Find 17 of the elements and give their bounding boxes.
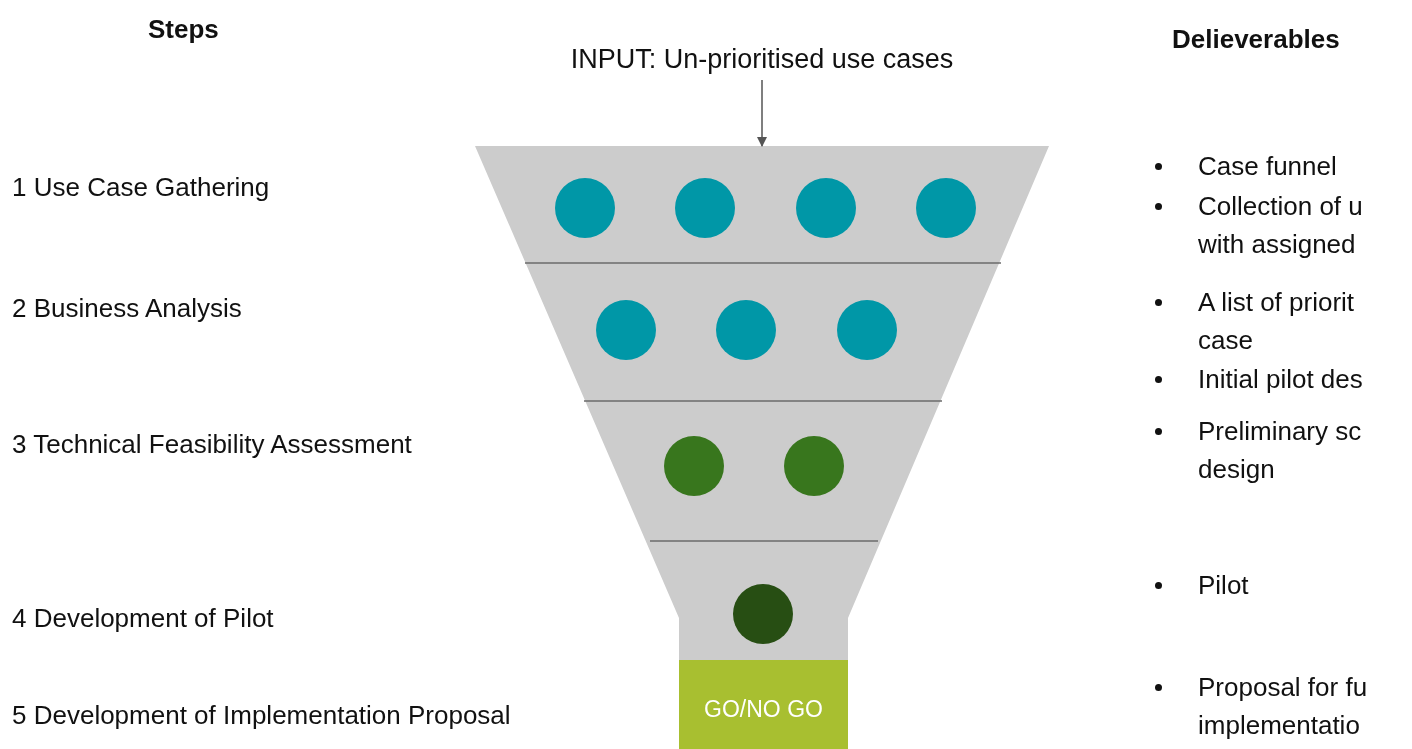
step-label: 3 Technical Feasibility Assessment: [12, 428, 412, 461]
deliverable-text: Collection of u with assigned: [1198, 190, 1364, 261]
step-label: 2 Business Analysis: [12, 292, 242, 325]
deliverable-text: Pilot: [1198, 569, 1250, 602]
column-heading: Delieverables: [1172, 23, 1340, 56]
deliverable-text: Preliminary sc design: [1198, 415, 1363, 486]
deliverable-text: A list of priorit case: [1198, 286, 1356, 357]
step-label: 4 Development of Pilot: [12, 602, 274, 635]
decision-box: GO/NO GO: [679, 660, 848, 749]
arrow: [757, 79, 767, 147]
column-heading: Steps: [148, 13, 219, 46]
step-label: 5 Development of Implementation Proposal: [12, 699, 511, 732]
deliverable-text: Initial pilot des: [1198, 363, 1364, 396]
deliverable-text: Case funnel: [1198, 150, 1338, 183]
deliverable-text: Proposal for fu implementatio: [1198, 671, 1369, 742]
step-label: 1 Use Case Gathering: [12, 171, 270, 204]
input-label: INPUT: Un-prioritised use cases: [520, 40, 1004, 78]
